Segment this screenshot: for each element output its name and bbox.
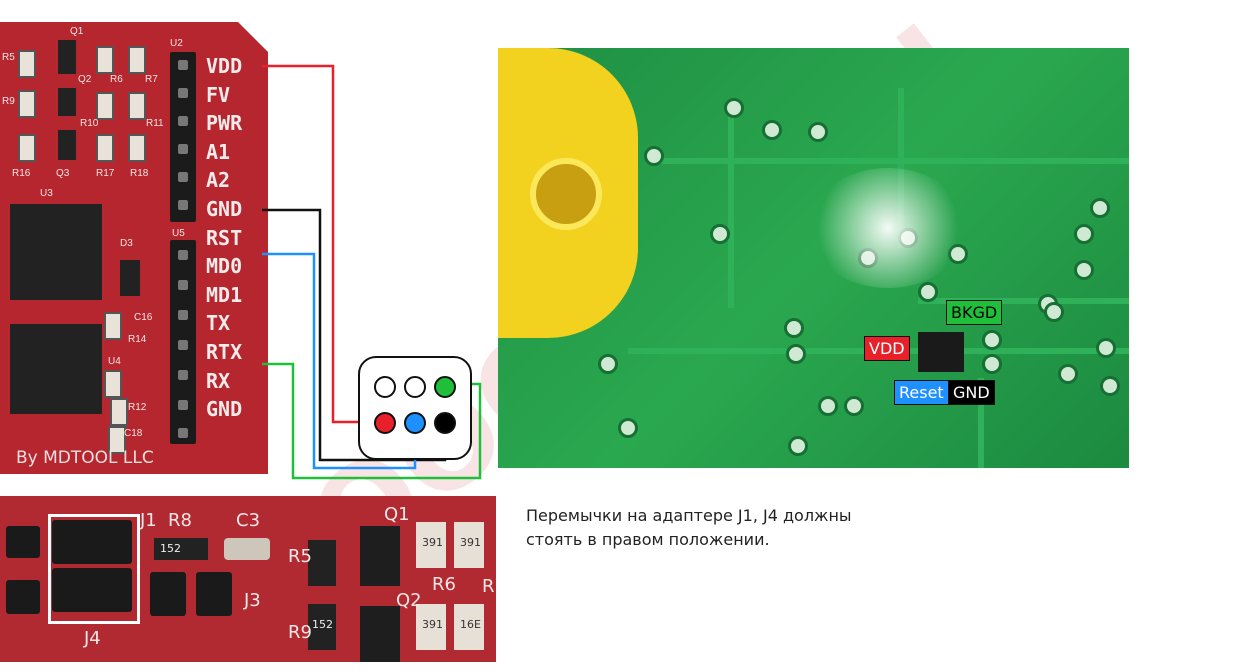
probe-clip	[498, 48, 638, 338]
silk-label: R16	[12, 168, 31, 179]
silk-label: R14	[128, 334, 147, 345]
silk-r8: R8	[168, 510, 192, 531]
pin-label-pwr: PWR	[206, 111, 243, 136]
pin-label-fv: FV	[206, 82, 231, 107]
resistor-r14	[104, 370, 122, 398]
resistor	[128, 134, 146, 162]
silk-label: U5	[172, 228, 185, 239]
diode-d3	[120, 260, 140, 296]
silk-label: R7	[145, 74, 158, 85]
pin-label-md0: MD0	[206, 254, 243, 279]
resistor	[18, 50, 36, 78]
pin-label-md1: MD1	[206, 282, 243, 307]
connector-pin-top-1	[374, 376, 396, 398]
connector-pin-bottom-1	[374, 412, 396, 434]
pin-label-gnd: GND	[206, 196, 243, 221]
ic-u4	[10, 324, 102, 414]
programming-connector	[358, 356, 472, 460]
pin-labels: VDD FV PWR A1 A2 GND RST MD0 MD1 TX RTX …	[206, 52, 242, 424]
code-label: 391	[460, 536, 481, 549]
capacitor-c16	[104, 312, 122, 340]
capacitor-c18	[108, 426, 126, 454]
connector-pin-top-3	[434, 376, 456, 398]
silk-j3: J3	[244, 590, 261, 611]
label-gnd: GND	[948, 380, 995, 405]
pin-label-rst: RST	[206, 225, 243, 250]
resistor	[96, 134, 114, 162]
board-footer: By MDTOOL LLC	[16, 448, 154, 468]
resistor	[96, 46, 114, 74]
silk-label: C18	[124, 428, 143, 439]
pin-label-a2: A2	[206, 168, 231, 193]
code-label: 152	[312, 618, 333, 631]
resistor	[96, 92, 114, 120]
jumper-note: Перемычки на адаптере J1, J4 должны стоя…	[526, 506, 852, 549]
transistor-q2	[58, 88, 76, 116]
connector-pin-bottom-3	[434, 412, 456, 434]
wire-rtx	[262, 362, 482, 480]
resistor	[18, 90, 36, 118]
chip	[918, 332, 964, 372]
pin-header-bottom	[170, 240, 196, 444]
resistor	[128, 46, 146, 74]
silk-label: Q2	[78, 74, 92, 85]
adapter-board-photo: Q1 R5 R6 R7 U2 Q2 R9 R10 R11 Q3 R16 R17 …	[0, 22, 268, 474]
pin-label-vdd: VDD	[206, 54, 243, 78]
pin-label-a1: A1	[206, 139, 231, 164]
silk-r5: R5	[288, 546, 312, 567]
silk-j4: J4	[84, 628, 101, 649]
code-label: 391	[422, 618, 443, 631]
silk-label: R11	[146, 118, 164, 129]
pin-label-gnd-2: GND	[206, 397, 243, 422]
silk-label: Q3	[56, 168, 70, 179]
silk-r6: R6	[432, 574, 456, 595]
jumper-board-photo: 152 391 391 152 391 16E J1 R8 C3 Q1 R5 R…	[0, 496, 496, 662]
silk-label: U4	[108, 356, 121, 367]
silk-label: R18	[130, 168, 149, 179]
pin-header-top	[170, 52, 196, 222]
silk-label: R17	[96, 168, 115, 179]
connector-pin-top-2	[404, 376, 426, 398]
label-bkgd: BKGD	[946, 300, 1003, 325]
silk-label: R10	[80, 118, 99, 129]
pin-label-tx: TX	[206, 311, 231, 336]
silk-label: U2	[170, 38, 183, 49]
connector-pin-bottom-2	[404, 412, 426, 434]
silk-j1: J1	[140, 510, 157, 531]
jumper-highlight-box	[48, 514, 140, 624]
silk-label: U3	[40, 188, 53, 199]
silk-label: D3	[120, 238, 133, 249]
silk-c3: C3	[236, 510, 261, 531]
resistor	[128, 92, 146, 120]
label-reset: Reset	[894, 380, 949, 405]
transistor-q1	[58, 40, 76, 74]
silk-q2: Q2	[396, 590, 422, 611]
code-label: 391	[422, 536, 443, 549]
label-vdd: VDD	[864, 336, 910, 361]
silk-label: Q1	[70, 26, 84, 37]
silk-label: R9	[2, 96, 15, 107]
pin-label-rtx: RTX	[206, 339, 243, 364]
ic-u3	[10, 204, 102, 300]
target-board-photo: VDD BKGD Reset GND	[498, 48, 1129, 468]
silk-r7: R7	[482, 576, 496, 597]
code-label: 16E	[460, 618, 481, 631]
resistor	[18, 134, 36, 162]
silk-label: C16	[134, 312, 153, 323]
silk-label: R5	[2, 52, 15, 63]
silk-label: R6	[110, 74, 123, 85]
silk-q1: Q1	[384, 504, 410, 525]
silk-r9: R9	[288, 622, 312, 643]
transistor-q3	[58, 130, 76, 160]
pin-label-rx: RX	[206, 368, 231, 393]
code-label: 152	[160, 542, 181, 555]
silk-label: R12	[128, 402, 147, 413]
resistor-r12	[110, 398, 128, 426]
wire-vdd	[262, 64, 380, 424]
